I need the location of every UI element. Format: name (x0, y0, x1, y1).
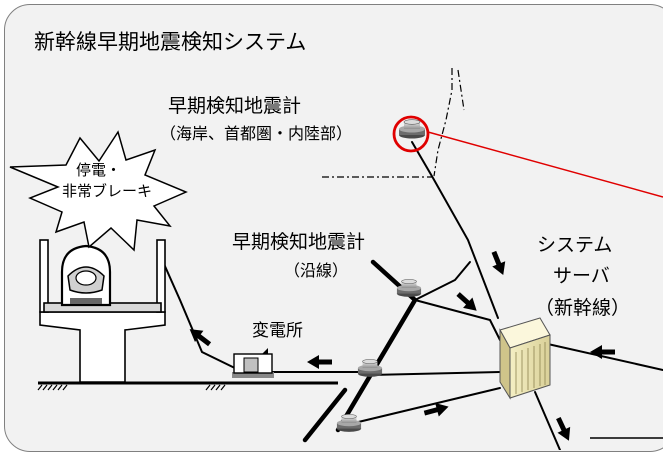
substation-icon (232, 348, 274, 378)
server-label-line3: （新幹線） (535, 297, 631, 319)
trackside-seismometer-icon (396, 279, 422, 298)
burst-label-brake: 非常ブレーキ (62, 182, 153, 200)
server-label-line2: サーバ (553, 265, 610, 287)
network-lines (159, 141, 663, 450)
coastal-seismometer-icon (398, 119, 426, 139)
coastline (322, 68, 465, 178)
trackside-seismometer-sublabel: （沿線） (284, 261, 349, 280)
signal-arrows (189, 250, 615, 441)
burst-label-outage: 停電・ (76, 161, 122, 179)
diagram-title: 新幹線早期地震検知システム (34, 30, 307, 54)
substation-label: 変電所 (252, 321, 303, 341)
coastal-seismometer-sublabel: （海岸、首都圏・内陸部） (160, 124, 353, 143)
coastal-seismometer-highlight (392, 115, 663, 198)
burst-icon (9, 130, 188, 252)
train-icon (60, 244, 112, 307)
server-label-line1: システム (537, 234, 613, 256)
server-rack-icon (499, 317, 551, 400)
coastal-seismometer-label: 早期検知地震計 (168, 95, 302, 117)
ground (37, 381, 338, 391)
trackside-seismometer-icon (336, 414, 362, 433)
trackside-seismometer-label: 早期検知地震計 (232, 231, 366, 253)
